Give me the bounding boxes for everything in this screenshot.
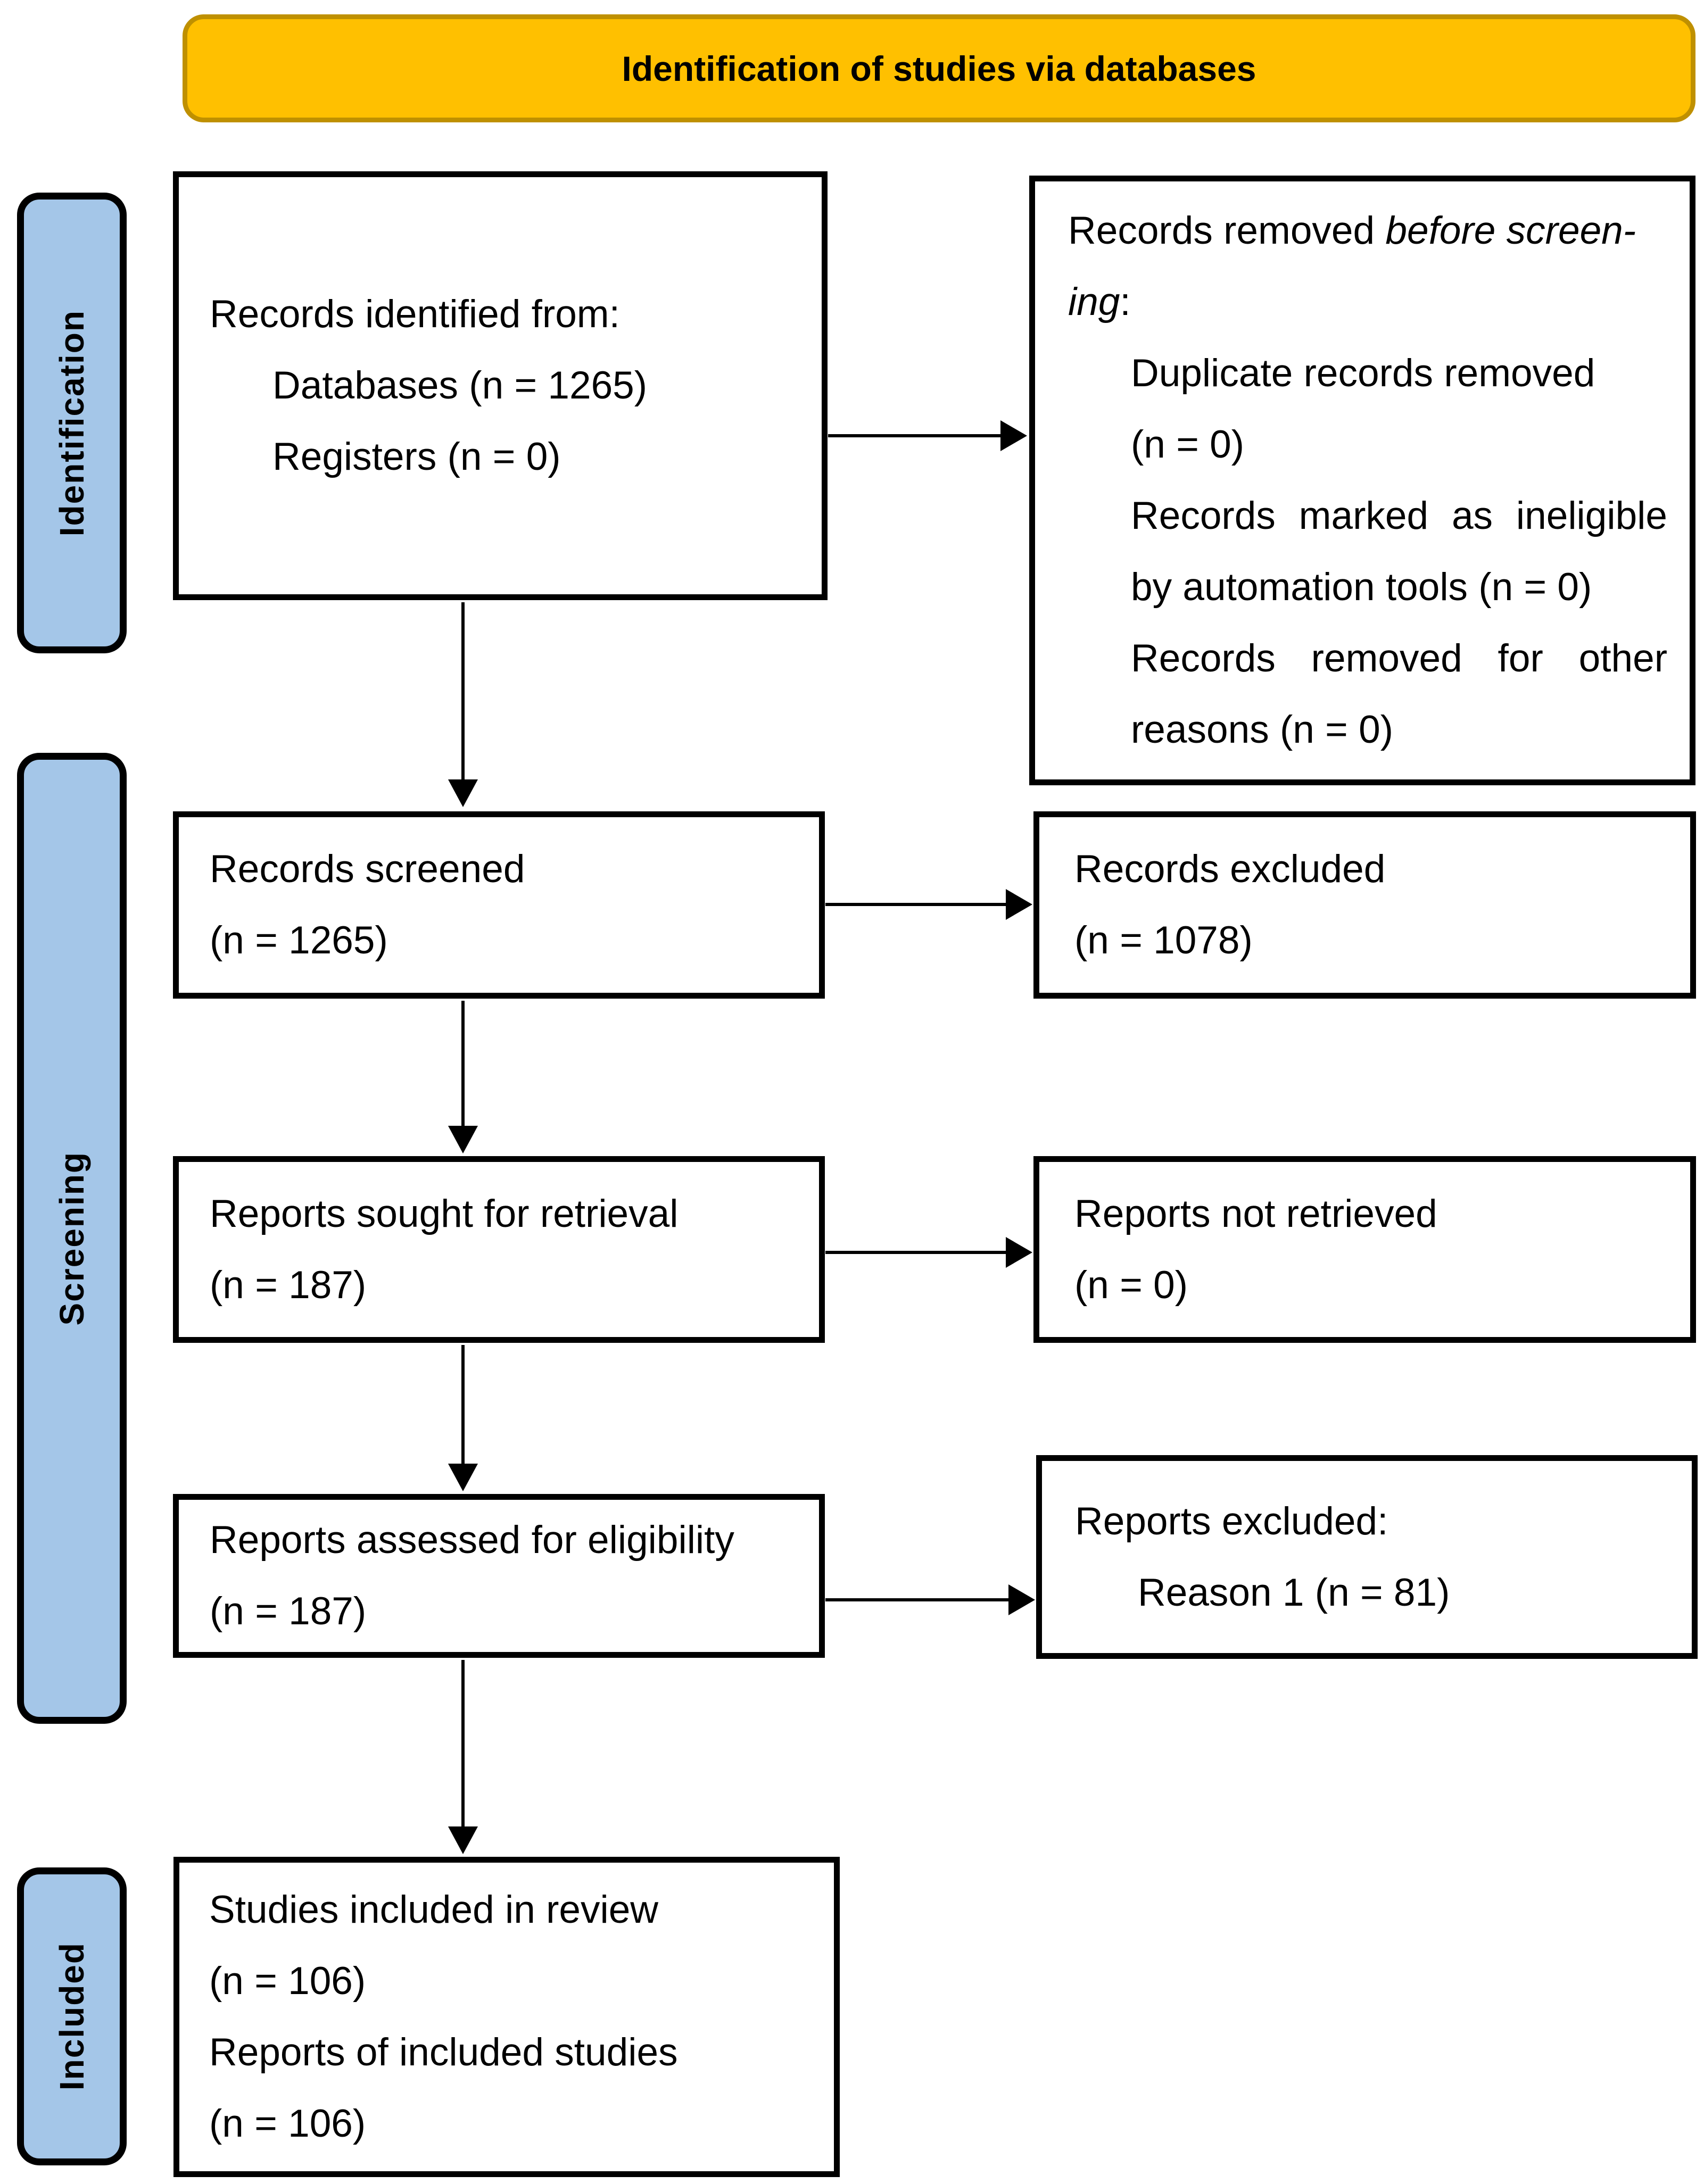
arrow-down-head — [448, 1464, 478, 1491]
arrow-shaft — [828, 434, 1000, 437]
arrow-right-head — [1006, 889, 1032, 920]
arrow-assessed-to-excluded — [825, 1584, 1035, 1615]
box-studies-included: Studies included in review (n = 106) Rep… — [173, 1857, 840, 2177]
arrow-shaft — [461, 1001, 465, 1126]
arrow-screened-to-excluded — [825, 889, 1032, 920]
arrow-right-head — [1008, 1584, 1035, 1615]
arrow-down-head — [448, 779, 478, 807]
reports-assessed-label: Reports assessed for eligibility — [210, 1518, 734, 1562]
box-records-screened: Records screened (n = 1265) — [173, 811, 825, 999]
box-reports-excluded: Reports excluded: Reason 1 (n = 81) — [1036, 1455, 1698, 1659]
records-removed-heading-colon: : — [1120, 280, 1131, 323]
reports-included-count: (n = 106) — [209, 2102, 366, 2145]
records-removed-other-count: reasons (n = 0) — [1131, 708, 1393, 751]
reports-not-retrieved-count: (n = 0) — [1074, 1263, 1188, 1307]
arrow-assessed-to-included — [448, 1660, 478, 1854]
banner-identification-via-databases: Identification of studies via databases — [183, 14, 1695, 122]
arrow-right-head — [1006, 1237, 1032, 1268]
arrow-screened-to-sought — [448, 1001, 478, 1153]
reports-not-retrieved-label: Reports not retrieved — [1074, 1192, 1437, 1235]
studies-included-label: Studies included in review — [209, 1888, 659, 1931]
records-removed-heading-line1: Records removed before screen- — [1068, 195, 1690, 267]
duplicate-records-removed: Duplicate records removed — [1131, 352, 1595, 395]
box-records-removed-before-screening: Records removed before screen- ing: Dupl… — [1029, 176, 1695, 785]
reports-excluded-label: Reports excluded: — [1075, 1499, 1388, 1543]
records-excluded-count: (n = 1078) — [1074, 919, 1253, 962]
stage-label-included: Included — [17, 1867, 127, 2165]
stage-label-identification-text: Identification — [53, 309, 91, 537]
arrow-down-head — [448, 1826, 478, 1854]
duplicate-records-removed-count: (n = 0) — [1131, 423, 1245, 466]
reports-assessed-count: (n = 187) — [210, 1590, 367, 1633]
stage-label-screening: Screening — [17, 753, 127, 1724]
records-identified-databases: Databases (n = 1265) — [272, 364, 648, 407]
records-excluded-label: Records excluded — [1074, 848, 1386, 891]
reports-included-label: Reports of included studies — [209, 2031, 678, 2074]
box-reports-not-retrieved: Reports not retrieved (n = 0) — [1033, 1156, 1696, 1343]
arrow-shaft — [825, 903, 1006, 906]
arrow-sought-to-not-retrieved — [825, 1237, 1032, 1268]
arrow-shaft — [461, 1660, 465, 1826]
box-records-excluded: Records excluded (n = 1078) — [1033, 811, 1696, 999]
arrow-identified-to-screened — [448, 602, 478, 807]
records-marked-ineligible: Records marked as ineligible — [1131, 494, 1667, 537]
arrow-shaft — [825, 1251, 1006, 1254]
records-identified-heading: Records identified from: — [210, 293, 620, 336]
arrow-shaft — [825, 1598, 1008, 1601]
records-marked-ineligible-count: by automation tools (n = 0) — [1131, 566, 1592, 609]
arrow-identified-to-removed — [828, 420, 1027, 451]
reports-sought-label: Reports sought for retrieval — [210, 1192, 679, 1235]
arrow-right-head — [1000, 420, 1027, 451]
arrow-shaft — [461, 1345, 465, 1464]
box-reports-sought: Reports sought for retrieval (n = 187) — [173, 1156, 825, 1343]
records-screened-label: Records screened — [210, 848, 525, 891]
records-removed-heading-normal: Records removed — [1068, 209, 1386, 252]
arrow-shaft — [461, 602, 465, 779]
records-screened-count: (n = 1265) — [210, 919, 388, 962]
records-removed-heading-italic: before screen- — [1385, 209, 1636, 252]
stage-label-included-text: Included — [53, 1942, 91, 2091]
studies-included-count: (n = 106) — [209, 1959, 366, 2003]
box-reports-assessed: Reports assessed for eligibility (n = 18… — [173, 1494, 825, 1658]
records-removed-other: Records removed for other — [1131, 637, 1667, 680]
records-removed-heading-line2: ing: — [1068, 267, 1690, 338]
stage-label-identification: Identification — [17, 193, 127, 653]
box-records-identified: Records identified from: Databases (n = … — [173, 171, 828, 600]
records-identified-registers: Registers (n = 0) — [272, 435, 561, 478]
banner-title: Identification of studies via databases — [622, 48, 1256, 88]
arrow-sought-to-assessed — [448, 1345, 478, 1491]
records-removed-heading-italic2: ing — [1068, 280, 1120, 323]
arrow-down-head — [448, 1126, 478, 1153]
reports-excluded-reason1: Reason 1 (n = 81) — [1138, 1571, 1450, 1614]
reports-sought-count: (n = 187) — [210, 1263, 367, 1307]
stage-label-screening-text: Screening — [53, 1151, 91, 1326]
